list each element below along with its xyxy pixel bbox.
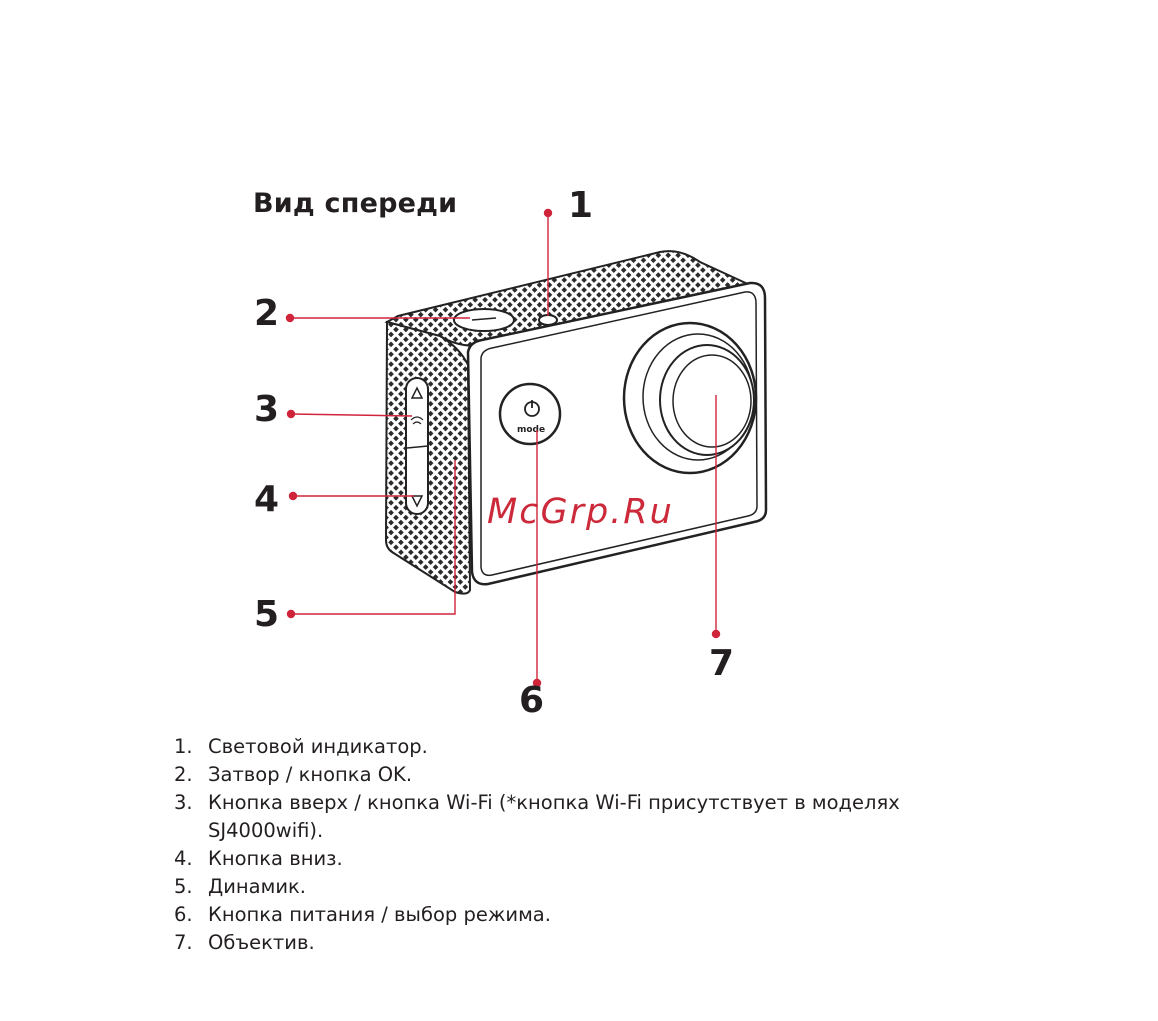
legend-text: Динамик.: [208, 873, 948, 901]
legend-text: Затвор / кнопка OK.: [208, 761, 948, 789]
legend-item: 1.Световой индикатор.: [174, 733, 948, 761]
legend-number: 3.: [174, 789, 208, 845]
legend-text: Световой индикатор.: [208, 733, 948, 761]
led-indicator: [539, 315, 557, 325]
callout-5: 5: [254, 597, 279, 633]
legend-text: Кнопка вниз.: [208, 845, 948, 873]
legend-number: 6.: [174, 901, 208, 929]
mode-button-label: mode: [517, 425, 545, 435]
watermark: McGrp.Ru: [487, 492, 674, 532]
legend-item: 2.Затвор / кнопка OK.: [174, 761, 948, 789]
legend-item: 4.Кнопка вниз.: [174, 845, 948, 873]
lens: [624, 323, 756, 473]
legend-number: 7.: [174, 929, 208, 957]
callout-3: 3: [254, 392, 279, 428]
legend-item: 3.Кнопка вверх / кнопка Wi-Fi (*кнопка W…: [174, 789, 948, 845]
legend-text: Кнопка питания / выбор режима.: [208, 901, 948, 929]
callout-6: 6: [519, 683, 544, 719]
callout-1: 1: [568, 188, 593, 224]
legend-number: 4.: [174, 845, 208, 873]
legend-number: 1.: [174, 733, 208, 761]
shutter-button: [454, 309, 514, 331]
parts-legend: 1.Световой индикатор. 2.Затвор / кнопка …: [174, 733, 948, 957]
legend-item: 5.Динамик.: [174, 873, 948, 901]
mode-button: mode: [500, 384, 560, 444]
callout-7: 7: [709, 646, 734, 682]
callout-2: 2: [254, 296, 279, 332]
callout-4: 4: [254, 482, 279, 518]
legend-item: 7.Объектив.: [174, 929, 948, 957]
legend-number: 2.: [174, 761, 208, 789]
legend-text: Объектив.: [208, 929, 948, 957]
legend-text: Кнопка вверх / кнопка Wi-Fi (*кнопка Wi-…: [208, 789, 948, 845]
legend-item: 6.Кнопка питания / выбор режима.: [174, 901, 948, 929]
side-buttons: [406, 378, 428, 514]
legend-number: 5.: [174, 873, 208, 901]
